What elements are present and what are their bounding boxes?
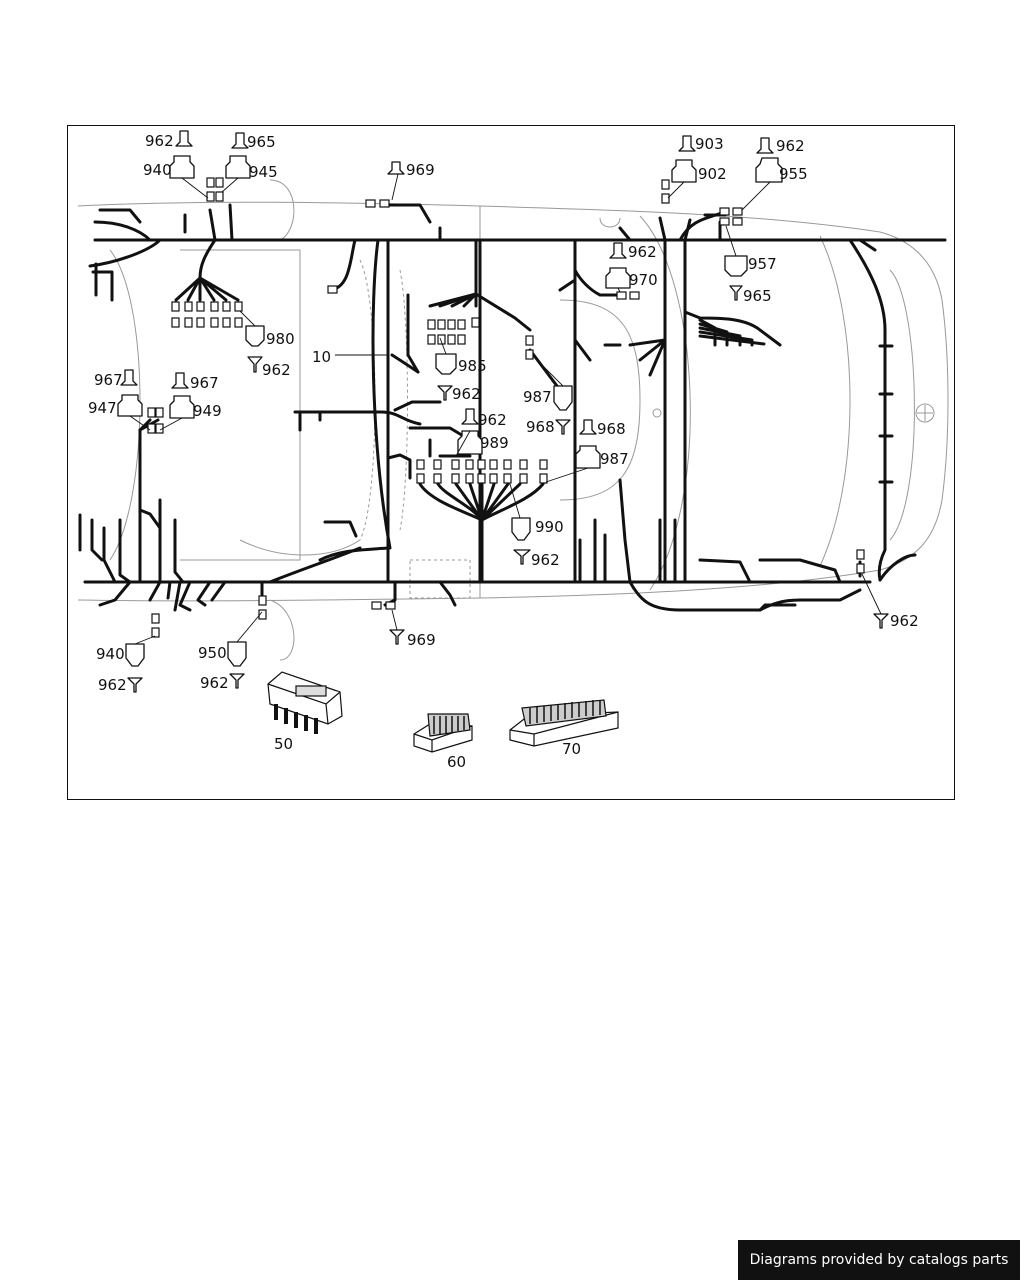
callout-949: 949 [193,402,222,420]
callout-980: 980 [266,330,295,348]
callout-labels: 962 965 940 945 969 903 902 962 955 962 … [88,132,919,771]
callout-947: 947 [88,399,117,417]
leader-lines [129,173,882,645]
callout-962: 962 [98,676,127,694]
callout-10: 10 [312,348,331,366]
callout-70: 70 [562,740,581,758]
housing-symbols [117,130,889,693]
callout-967: 967 [94,371,123,389]
callout-962: 962 [262,361,291,379]
callout-990: 990 [535,518,564,536]
callout-955: 955 [779,165,808,183]
callout-970: 970 [629,271,658,289]
callout-967: 967 [190,374,219,392]
callout-962: 962 [628,243,657,261]
callout-962: 962 [145,132,174,150]
callout-962: 962 [776,137,805,155]
callout-969: 969 [407,631,436,649]
part-70-connector [509,699,619,747]
callout-50: 50 [274,735,293,753]
callout-962: 962 [452,385,481,403]
callout-987: 987 [600,450,629,468]
callout-962: 962 [200,674,229,692]
footer-text: Diagrams provided by catalogs parts [749,1252,1009,1268]
callout-945: 945 [249,163,278,181]
callout-965: 965 [743,287,772,305]
callout-962: 962 [890,612,919,630]
callout-950: 950 [198,644,227,662]
callout-962: 962 [478,411,507,429]
callout-940: 940 [143,161,172,179]
callout-902: 902 [698,165,727,183]
callout-968: 968 [526,418,555,436]
part-50-connector [267,671,343,734]
callout-903: 903 [695,135,724,153]
callout-962: 962 [531,551,560,569]
callout-60: 60 [447,753,466,771]
callout-989: 989 [480,434,509,452]
callout-985: 985 [458,357,487,375]
callout-969: 969 [406,161,435,179]
callout-968: 968 [597,420,626,438]
connector-pins [147,177,865,638]
callout-940: 940 [96,645,125,663]
footer-banner: Diagrams provided by catalogs parts [738,1240,1020,1280]
callout-965: 965 [247,133,276,151]
callout-987: 987 [523,388,552,406]
part-60-connector [413,713,473,753]
callout-957: 957 [748,255,777,273]
